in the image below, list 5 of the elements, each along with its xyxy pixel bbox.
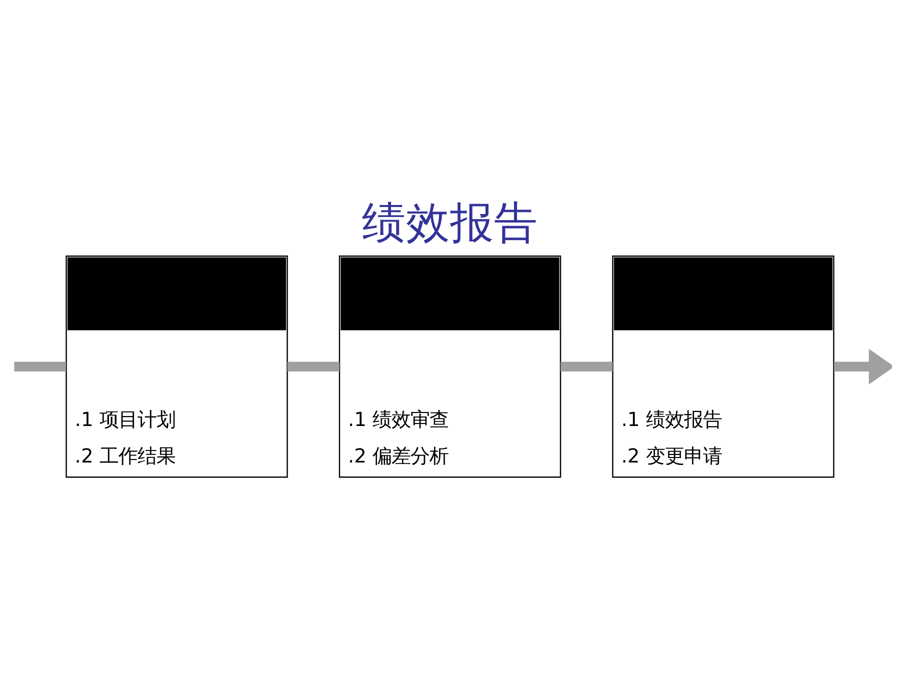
connector [287,362,340,372]
connector [14,362,66,372]
connector [560,362,613,372]
arrow [834,348,892,384]
diagram-title: 绩效报告 [362,198,538,249]
